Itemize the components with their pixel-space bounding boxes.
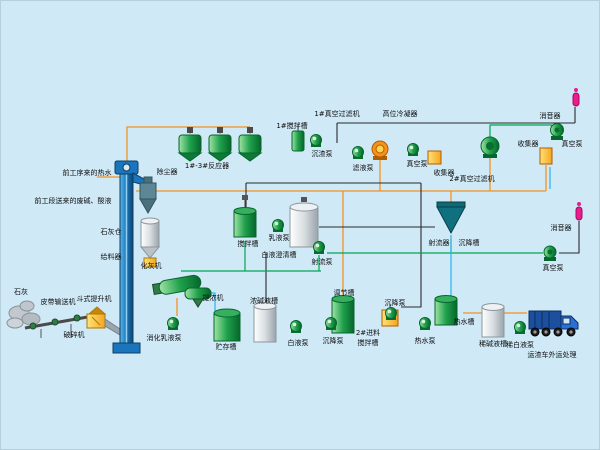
white-liquor-pump-device — [290, 320, 302, 333]
sediment-pump-device — [310, 134, 322, 147]
vacuum-pump-top-device — [407, 143, 419, 156]
muffler-right-device — [575, 202, 583, 221]
lime-rock-pile — [6, 300, 41, 329]
hot-water-pump-device — [419, 317, 431, 330]
bucket-elevator — [112, 160, 145, 354]
reactor-2 — [207, 127, 233, 162]
pipe-segment — [559, 221, 580, 254]
jet-settler — [436, 201, 466, 235]
label-settling-pump-lower: 沉降泵 — [322, 337, 344, 345]
label-bucket-elevator: 斗式提升机 — [76, 295, 112, 303]
label-settling-pump-upper: 沉降泵 — [384, 299, 406, 307]
slag-truck-vehicle — [528, 310, 579, 337]
vacuum-filter-1 — [371, 140, 389, 160]
emulsion-pump-device — [272, 219, 284, 232]
pipe-segment — [401, 183, 422, 308]
label-regulating-tank: 调节槽 — [333, 289, 355, 297]
label-lime-silo: 石灰仓 — [100, 228, 122, 236]
dilute-white-liquor-pump-device — [514, 321, 526, 334]
label-lime: 石灰 — [14, 288, 28, 296]
label-reactors: 1#-3#反应器 — [184, 162, 230, 170]
feeder-device — [143, 257, 157, 268]
label-conc-alkali-tank: 浓碱液槽 — [250, 297, 278, 305]
label-hot-water-in: 前工序来的热水 — [62, 169, 112, 177]
filtrate-pump-device — [352, 146, 364, 159]
label-white-liquor-pump: 白液泵 — [287, 339, 309, 347]
jet-pump-device — [313, 241, 325, 254]
label-collector-top: 收集器 — [433, 169, 455, 177]
vacuum-pump-topright-device — [550, 123, 564, 140]
label-hot-water-pump: 热水泵 — [414, 337, 436, 345]
mixer1-vessel — [291, 125, 305, 152]
reactor-1 — [177, 127, 203, 162]
label-filtrate-pump: 滤液泵 — [352, 164, 374, 172]
label-settling-tank: 沉降槽 — [458, 239, 480, 247]
label-digestion-emulsion-pump: 消化乳液泵 — [146, 334, 182, 342]
label-muffler-top: 消音器 — [539, 112, 561, 120]
muffler-top-device — [572, 88, 580, 107]
label-jet-pump: 射流泵 — [311, 258, 333, 266]
mixing-tank — [233, 195, 257, 238]
label-lime-slaker: 化灰机 — [140, 262, 162, 270]
label-vacuum-filter1: 1#真空过滤机 — [314, 110, 360, 118]
label-dilute-white-liquor-pump: 稀白液泵 — [506, 341, 534, 349]
collector-top-device — [427, 150, 442, 165]
vacuum-pump-right-device — [543, 245, 557, 261]
label-slag-truck: 运渣车外运处理 — [527, 351, 577, 359]
regulating-tank-vessel — [331, 295, 355, 334]
label-dust-collector: 除尘器 — [156, 168, 178, 176]
concentrator-machine — [184, 287, 212, 308]
white-liquor-clarifier — [289, 197, 319, 248]
label-feeder: 给料器 — [100, 253, 122, 261]
label-emulsion-pump: 乳液泵 — [268, 234, 290, 242]
label-vacuum-filter2: 2#真空过滤机 — [449, 175, 495, 183]
label-hot-water-tank: 热水槽 — [453, 318, 475, 326]
label-crusher: 破碎机 — [63, 331, 85, 339]
label-sediment-pump: 沉渣泵 — [311, 150, 333, 158]
lime-silo — [139, 217, 161, 259]
collector-right-device — [539, 147, 553, 165]
settling-pump-lower-device — [325, 317, 337, 330]
crusher-machine — [86, 306, 121, 336]
settling-pump-upper-device — [385, 307, 397, 320]
label-mixer1: 1#搅拌槽 — [276, 122, 308, 130]
label-concentrator: 提浓机 — [202, 294, 224, 302]
label-feed2-mixer-line2: 搅拌槽 — [357, 339, 379, 347]
label-belt-conveyor: 皮带输送机 — [40, 298, 76, 306]
label-muffler-right: 消音器 — [550, 224, 572, 232]
label-high-condenser: 高位冷凝器 — [382, 110, 418, 118]
dilute-alkali-tank-vessel — [481, 303, 505, 338]
label-vacuum-pump-top: 真空泵 — [406, 160, 428, 168]
label-storage-tank: 贮存槽 — [215, 343, 237, 351]
high-level-condenser — [480, 136, 500, 158]
storage-tank-vessel — [213, 308, 241, 342]
pipe-segment — [126, 126, 250, 163]
pipe-segment — [489, 124, 552, 137]
label-jet-device: 射流器 — [428, 239, 450, 247]
label-vacuum-pump-topright: 真空泵 — [561, 140, 583, 148]
label-dilute-alkali-tank: 稀碱液槽 — [479, 340, 507, 348]
label-waste-liquor-in: 前工段送来的废碱、酸液 — [34, 197, 112, 205]
dust-collector — [139, 176, 157, 215]
crusher-chute — [104, 318, 121, 336]
label-mixing-tank: 搅拌槽 — [237, 240, 259, 248]
conc-alkali-tank-vessel — [253, 302, 277, 343]
hot-water-tank-vessel — [434, 295, 458, 326]
reactor-3 — [237, 127, 263, 162]
label-collector-right: 收集器 — [517, 140, 539, 148]
digestion-emulsion-pump-device — [167, 317, 179, 330]
label-vacuum-pump-right: 真空泵 — [542, 264, 564, 272]
label-feed2-mixer-line1: 2#进料 — [355, 329, 381, 337]
label-white-liquor-clarifier: 白液澄清槽 — [261, 251, 297, 259]
